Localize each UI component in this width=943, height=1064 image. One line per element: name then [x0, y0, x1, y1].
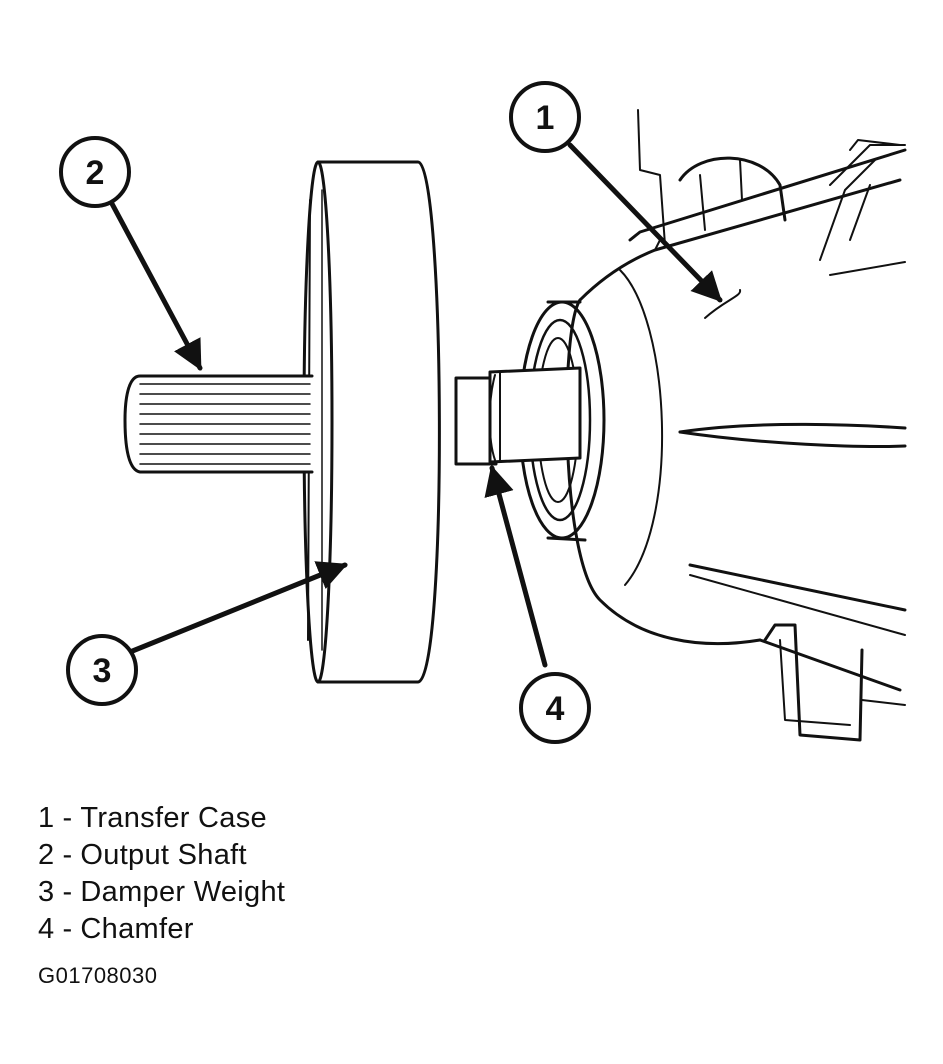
callout-4-number: 4 [546, 690, 565, 728]
leader-arrow-1 [567, 142, 723, 303]
leader-arrow-3 [127, 561, 348, 655]
callout-3: 3 [66, 634, 138, 706]
callout-2-number: 2 [86, 154, 105, 192]
legend-number: 4 [38, 913, 55, 945]
output-shaft-rear [454, 366, 582, 466]
figure-id: G01708030 [38, 963, 158, 988]
damper-weight-illustration: 1 2 3 4 [59, 81, 907, 744]
legend-number: 3 [38, 876, 55, 908]
legend-item: 4-Chamfer [38, 911, 285, 948]
transfer-case-housing [565, 109, 907, 742]
legend-part-name: Damper Weight [80, 876, 286, 908]
legend-item: 1-Transfer Case [38, 800, 285, 837]
legend-item: 2-Output Shaft [38, 837, 285, 874]
legend-separator: - [62, 913, 73, 945]
legend-number: 2 [38, 839, 55, 871]
legend-part-name: Transfer Case [80, 802, 267, 834]
damper-weight [302, 160, 441, 684]
legend-separator: - [62, 839, 73, 871]
legend-separator: - [62, 802, 73, 834]
legend-number: 1 [38, 802, 55, 834]
leader-arrow-4 [484, 465, 548, 668]
legend-part-name: Chamfer [80, 913, 194, 945]
callout-1-number: 1 [536, 99, 555, 137]
callout-1: 1 [509, 81, 581, 153]
output-shaft-splines [123, 374, 314, 474]
legend-part-name: Output Shaft [80, 839, 247, 871]
legend-separator: - [62, 876, 73, 908]
parts-legend: 1-Transfer Case 2-Output Shaft 3-Damper … [38, 800, 285, 948]
legend-item: 3-Damper Weight [38, 874, 285, 911]
callout-4: 4 [519, 672, 591, 744]
callout-2: 2 [59, 136, 131, 208]
callout-3-number: 3 [93, 652, 112, 690]
leader-arrow-2 [107, 197, 203, 371]
